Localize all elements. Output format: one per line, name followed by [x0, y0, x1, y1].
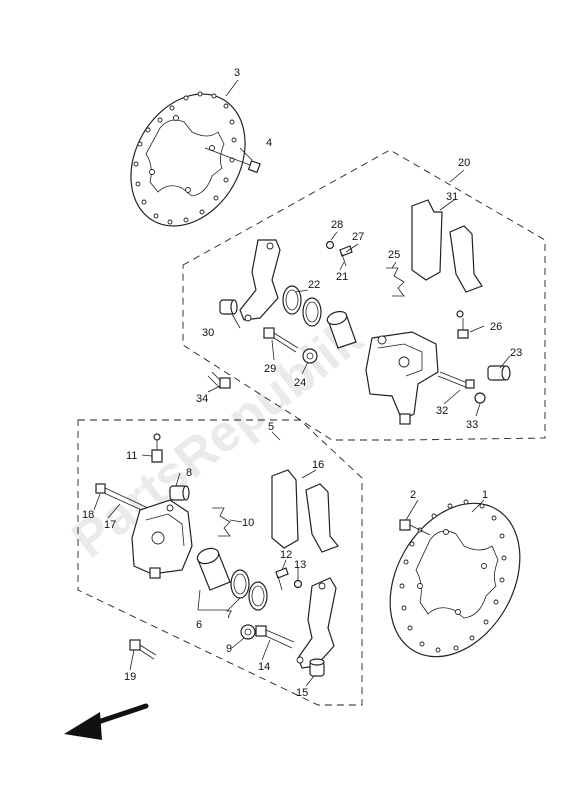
callout-12: 12 — [280, 549, 292, 561]
callout-14: 14 — [258, 661, 270, 673]
caliper-bracket-lower — [296, 577, 337, 669]
nut-13 — [293, 579, 303, 589]
callout-26: 26 — [490, 321, 502, 333]
callout-28: 28 — [331, 219, 343, 231]
callout-19: 19 — [124, 671, 136, 683]
callout-5: 5 — [268, 421, 274, 433]
callout-16: 16 — [312, 459, 324, 471]
lower-caliper-group-boundary — [77, 419, 363, 706]
brake-disc-upper — [130, 91, 246, 227]
piston-seals-7 — [230, 569, 268, 611]
callout-32: 32 — [436, 405, 448, 417]
brake-pads-lower — [271, 469, 339, 553]
callout-10: 10 — [242, 517, 254, 529]
nut-33 — [474, 392, 486, 404]
bushing-30 — [219, 299, 238, 315]
callout-31: 31 — [446, 191, 458, 203]
leader-lines — [93, 79, 511, 687]
callout-4: 4 — [266, 137, 272, 149]
disc-bolt-lower — [399, 519, 431, 536]
callout-2: 2 — [410, 489, 416, 501]
callout-21: 21 — [336, 271, 348, 283]
callout-23: 23 — [510, 347, 522, 359]
callout-labels: 1 2 3 4 5 6 7 8 9 10 11 12 13 14 15 16 1… — [82, 67, 522, 699]
bolt-34 — [207, 371, 231, 389]
callout-6: 6 — [196, 619, 202, 631]
nut-24 — [302, 348, 318, 364]
callout-13: 13 — [294, 559, 306, 571]
bushing-15 — [309, 658, 325, 677]
callout-9: 9 — [226, 643, 232, 655]
callout-34: 34 — [196, 393, 208, 405]
bolt-17-18 — [95, 483, 149, 513]
bolt-14 — [255, 625, 295, 649]
callout-7: 7 — [226, 609, 232, 621]
caliper-body-upper — [365, 331, 439, 425]
piston-upper — [326, 310, 357, 349]
bleed-screw-12 — [275, 567, 289, 591]
bolt-29 — [263, 327, 299, 353]
front-direction-arrow-icon — [64, 703, 149, 740]
callout-11: 11 — [126, 450, 137, 462]
callout-29: 29 — [264, 363, 276, 375]
pad-spring-25 — [386, 267, 405, 297]
callout-24: 24 — [294, 377, 306, 389]
bolt-32 — [437, 371, 475, 389]
callout-25: 25 — [388, 249, 400, 261]
callout-30: 30 — [202, 327, 214, 339]
brake-pads-upper — [411, 199, 483, 293]
bleed-screw-28 — [325, 240, 335, 250]
callout-1: 1 — [482, 489, 488, 501]
callout-18: 18 — [82, 509, 94, 521]
callout-33: 33 — [466, 419, 478, 431]
callout-8: 8 — [186, 467, 192, 479]
bleed-screw-11 — [151, 433, 163, 463]
piston-lower — [196, 547, 231, 591]
callout-27: 27 — [352, 231, 364, 243]
callout-17: 17 — [104, 519, 116, 531]
brake-disc-lower — [389, 499, 521, 658]
upper-caliper-group-boundary — [182, 149, 546, 441]
callout-15: 15 — [296, 687, 308, 699]
bleed-screw-27 — [339, 245, 353, 267]
callout-20: 20 — [458, 157, 470, 169]
nut-9 — [240, 624, 256, 640]
pad-spring-10 — [212, 507, 231, 537]
callout-3: 3 — [234, 67, 240, 79]
callout-22: 22 — [308, 279, 320, 291]
bolt-19 — [129, 639, 157, 660]
piston-seals-22 — [282, 285, 322, 327]
caliper-bracket-upper — [239, 239, 281, 322]
disc-bolt-upper — [204, 147, 261, 174]
bushing-23 — [487, 365, 511, 381]
bleed-screw-26 — [456, 310, 469, 339]
caliper-body-lower — [131, 499, 193, 579]
bushing-8 — [169, 485, 190, 501]
